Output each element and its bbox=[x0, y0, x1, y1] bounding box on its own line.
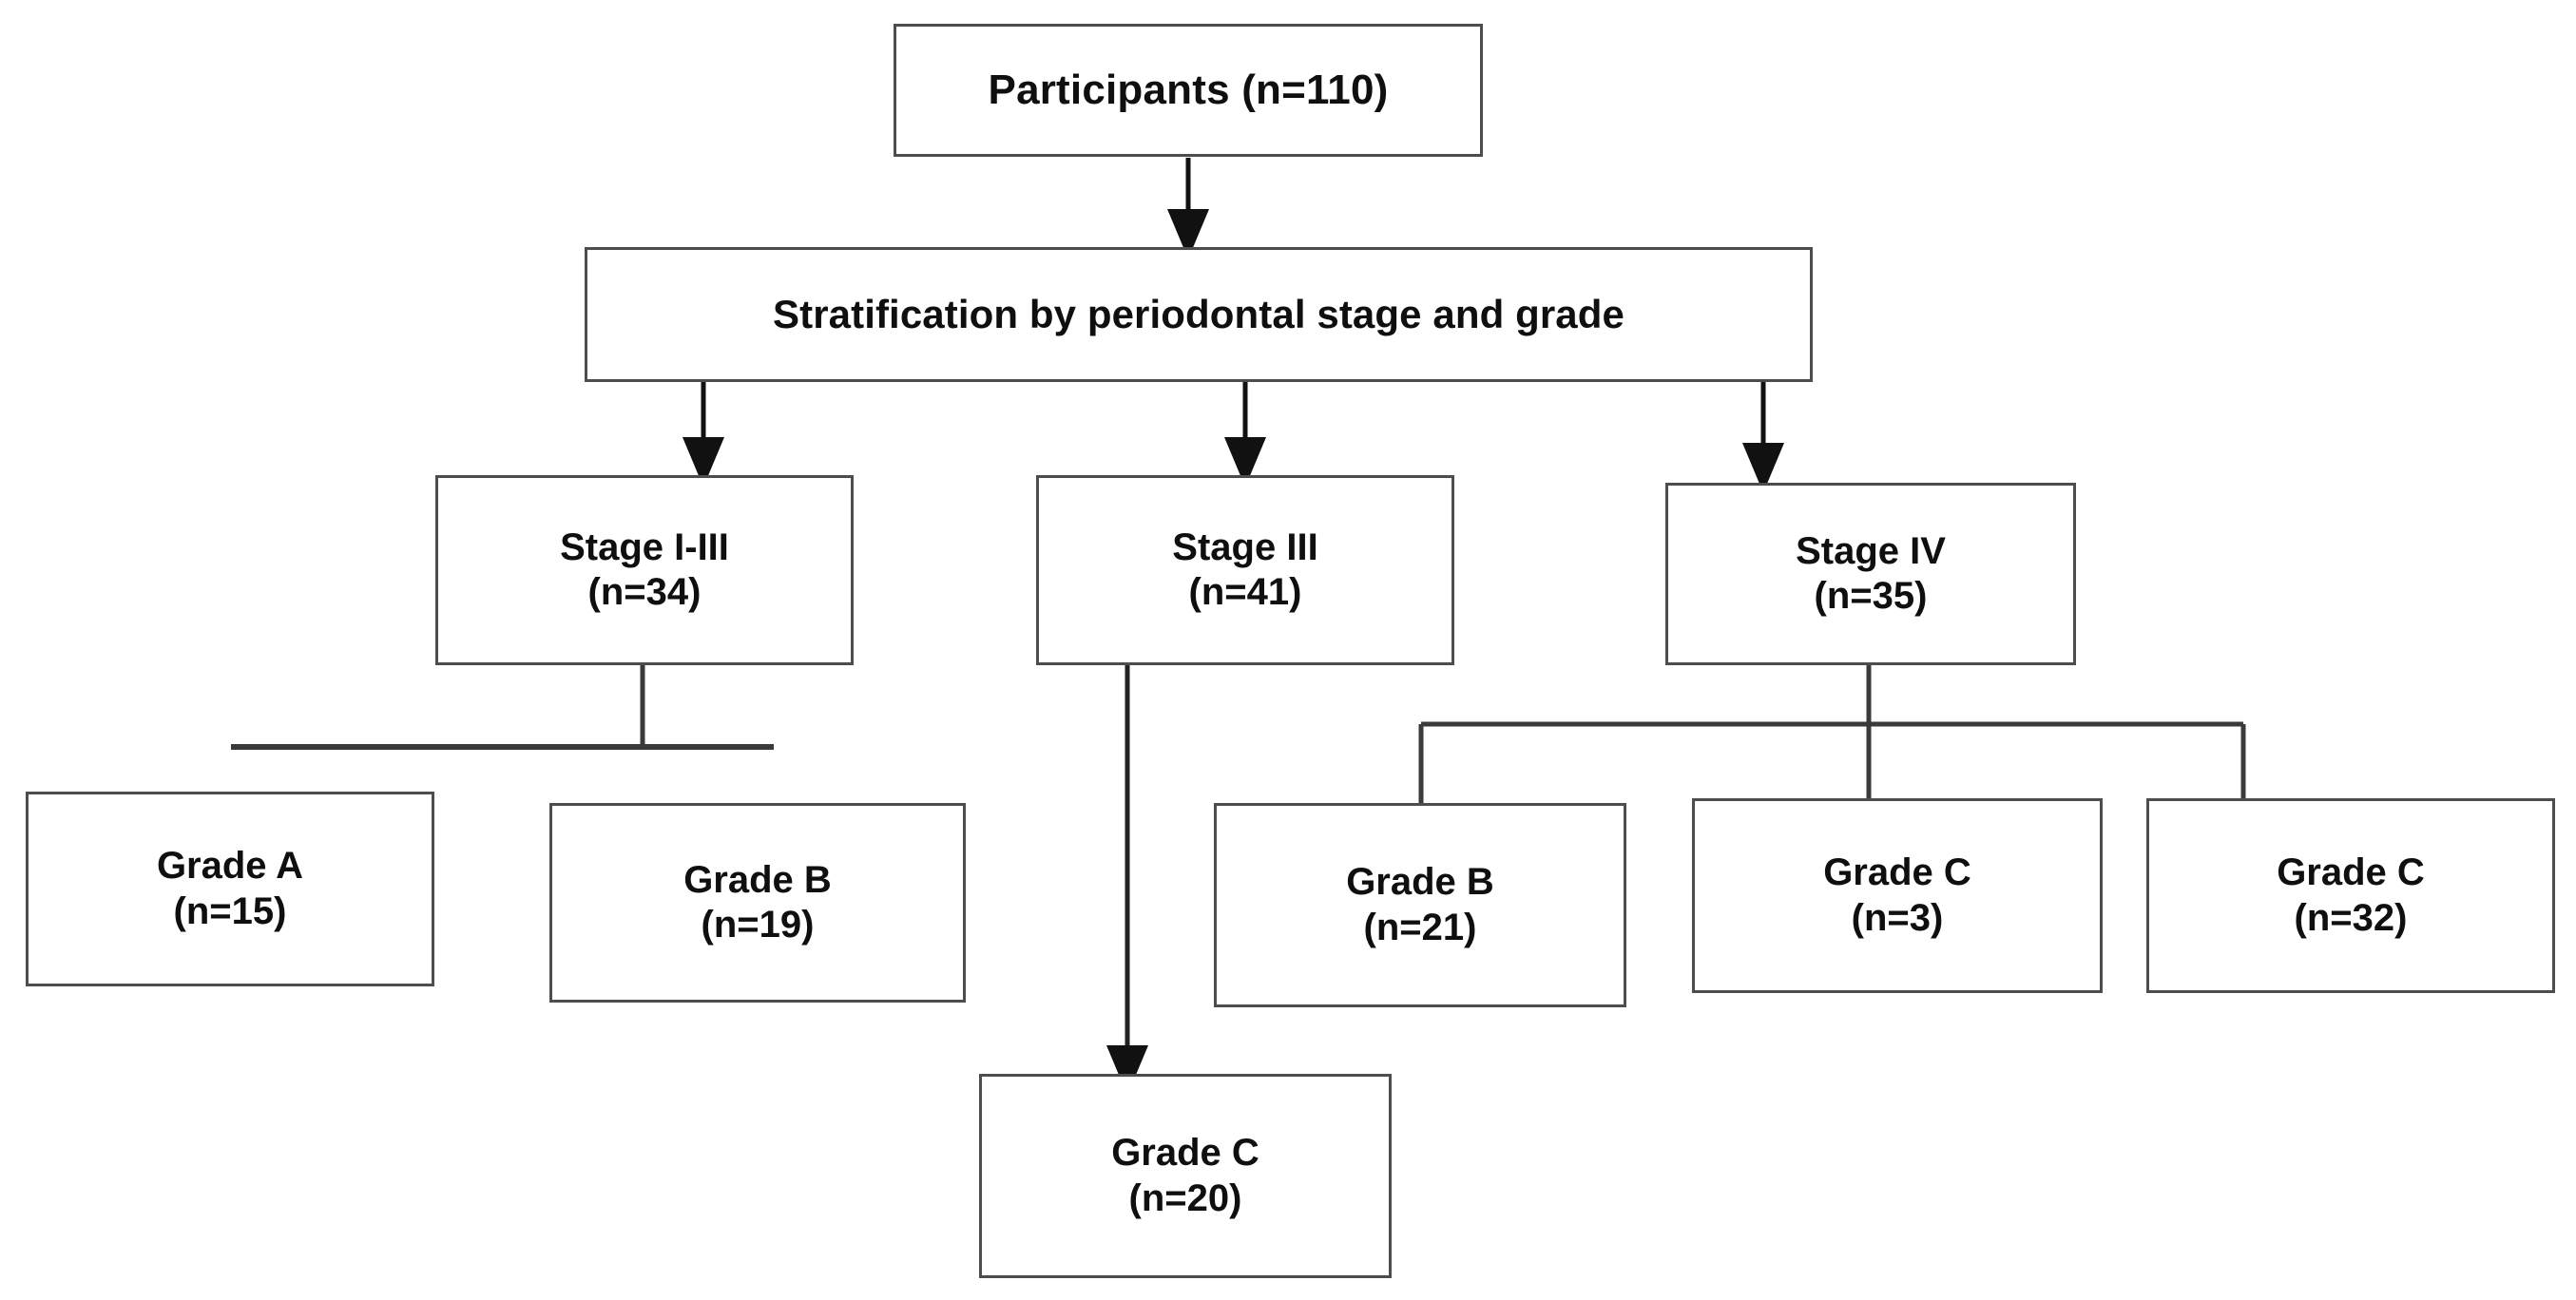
node-grade-b-21-count: (n=21) bbox=[1363, 906, 1477, 948]
node-grade-a-15-title: Grade A bbox=[156, 845, 304, 888]
node-grade-b-19[interactable]: Grade B (n=19) bbox=[549, 803, 966, 1003]
node-stage-1-3-title: Stage I-III bbox=[560, 526, 729, 568]
node-stage-4[interactable]: Stage IV (n=35) bbox=[1665, 483, 2076, 665]
node-grade-c-20-title: Grade C bbox=[1111, 1132, 1259, 1175]
node-grade-c-20[interactable]: Grade C (n=20) bbox=[979, 1074, 1392, 1278]
node-grade-c-32[interactable]: Grade C (n=32) bbox=[2146, 798, 2555, 993]
node-grade-b-21-title: Grade B bbox=[1346, 861, 1494, 904]
node-grade-a-15[interactable]: Grade A (n=15) bbox=[26, 792, 434, 986]
node-participants-label: Participants (n=110) bbox=[988, 67, 1389, 114]
node-stage-3-title: Stage III bbox=[1172, 526, 1318, 568]
node-grade-a-15-count: (n=15) bbox=[173, 889, 287, 932]
node-stage-1-3[interactable]: Stage I-III (n=34) bbox=[435, 475, 854, 665]
node-grade-b-19-title: Grade B bbox=[683, 858, 832, 901]
node-grade-c-32-count: (n=32) bbox=[2294, 896, 2408, 939]
node-grade-c-3[interactable]: Grade C (n=3) bbox=[1692, 798, 2103, 993]
node-participants[interactable]: Participants (n=110) bbox=[894, 24, 1483, 157]
node-stratification[interactable]: Stratification by periodontal stage and … bbox=[585, 247, 1813, 382]
node-grade-c-20-count: (n=20) bbox=[1128, 1176, 1242, 1219]
node-grade-c-32-title: Grade C bbox=[2277, 851, 2425, 894]
node-stage-3-count: (n=41) bbox=[1188, 571, 1302, 613]
node-grade-c-3-title: Grade C bbox=[1823, 851, 1971, 894]
node-stage-1-3-count: (n=34) bbox=[587, 571, 702, 613]
node-grade-b-21[interactable]: Grade B (n=21) bbox=[1214, 803, 1626, 1007]
node-grade-c-3-count: (n=3) bbox=[1851, 896, 1944, 939]
node-stratification-label: Stratification by periodontal stage and … bbox=[773, 292, 1624, 337]
node-stage-4-count: (n=35) bbox=[1814, 575, 1928, 617]
node-grade-b-19-count: (n=19) bbox=[701, 904, 815, 946]
node-stage-4-title: Stage IV bbox=[1796, 529, 1946, 572]
node-stage-3[interactable]: Stage III (n=41) bbox=[1036, 475, 1454, 665]
